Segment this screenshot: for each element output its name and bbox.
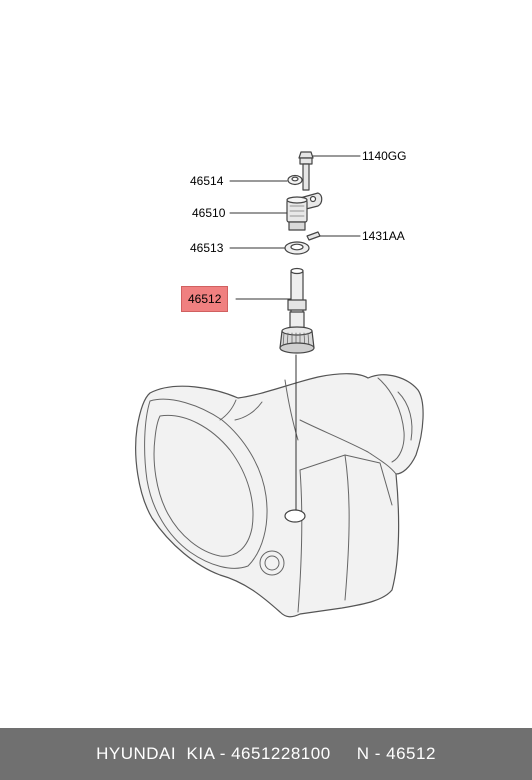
pin-1431aa bbox=[306, 231, 321, 241]
shaft-bore bbox=[284, 509, 306, 523]
callout-1140gg: 1140GG bbox=[362, 149, 407, 163]
callout-46510: 46510 bbox=[192, 206, 226, 220]
callout-1431aa: 1431AA bbox=[362, 229, 405, 243]
parts-diagram bbox=[135, 151, 424, 618]
bellhousing-detail bbox=[144, 377, 413, 613]
bolt-1140gg bbox=[298, 151, 314, 191]
callout-46513: 46513 bbox=[190, 241, 224, 255]
sleeve-46510 bbox=[286, 192, 323, 231]
transmission-housing bbox=[135, 373, 424, 618]
part-number-footer: HYUNDAI KIA - 4651228100 N - 46512 bbox=[0, 728, 532, 780]
o-ring-46514 bbox=[287, 174, 303, 186]
seal-46513 bbox=[284, 241, 310, 255]
driven-gear-shaft bbox=[279, 267, 315, 354]
footer-text: HYUNDAI KIA - 4651228100 N - 46512 bbox=[96, 744, 436, 763]
callout-46512-highlighted: 46512 bbox=[181, 286, 229, 312]
callout-46514: 46514 bbox=[190, 174, 224, 188]
